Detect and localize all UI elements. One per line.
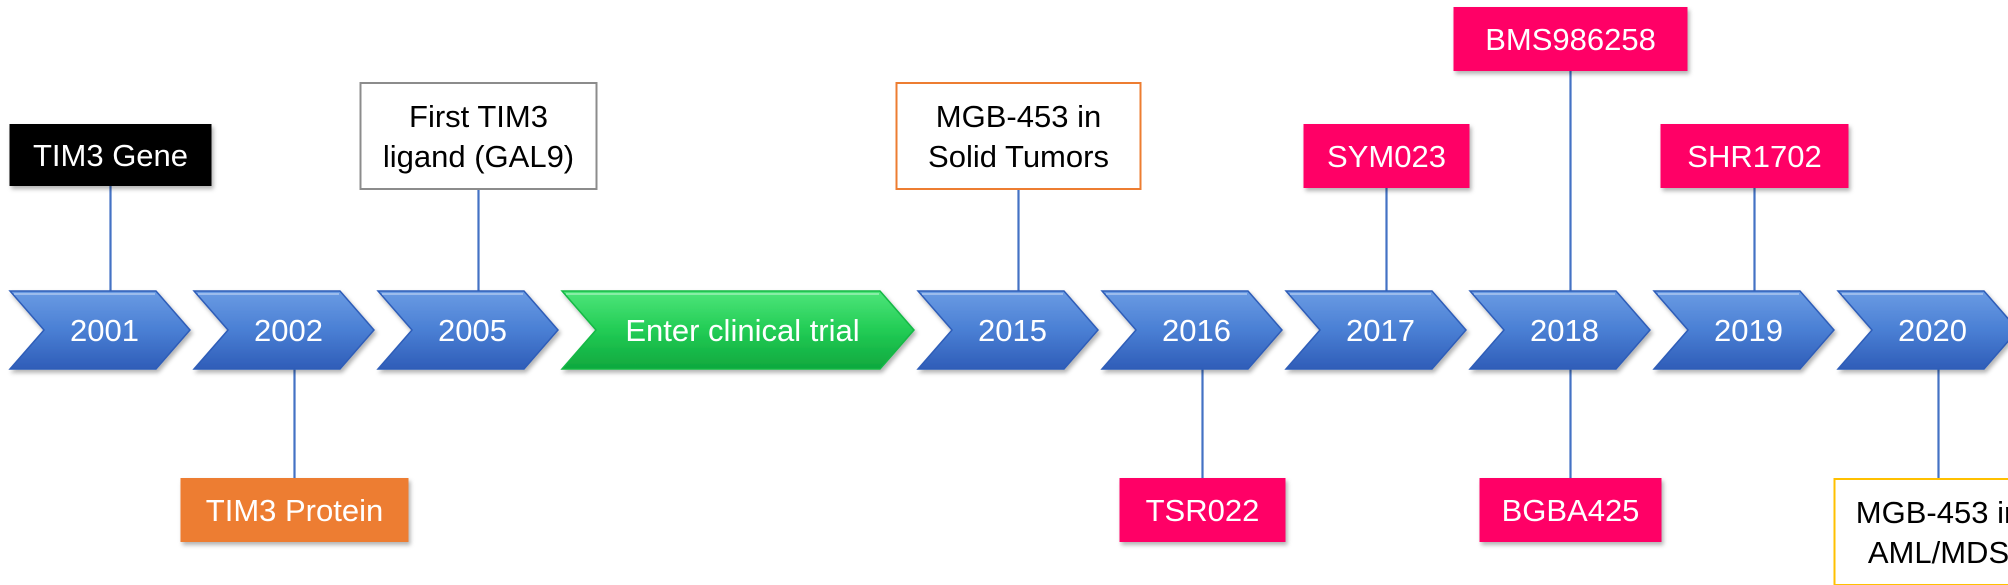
event-box (895, 82, 1142, 190)
event-label: Solid Tumors (928, 139, 1109, 174)
year-label: 2020 (1898, 313, 1967, 348)
chevron-2017: 2017 (1284, 290, 1467, 370)
event-tim3-gene: TIM3 Gene (9, 124, 212, 186)
chevron-shape (1468, 290, 1651, 370)
event-bms986258: BMS986258 (1453, 7, 1688, 71)
chevron-2016: 2016 (1100, 290, 1283, 370)
chevron-2005: 2005 (376, 290, 559, 370)
chevron-shape (8, 290, 191, 370)
chevron-shape (1652, 290, 1835, 370)
year-label: 2002 (254, 313, 323, 348)
chevron-enter-clinical-trial: Enter clinical trial (560, 290, 915, 370)
event-tsr022: TSR022 (1119, 478, 1286, 542)
connector-lines (109, 70, 1940, 479)
event-box (1453, 7, 1688, 71)
chevron-shape (376, 290, 559, 370)
event-box (1833, 478, 2008, 585)
event-label: MGB-453 in (1856, 495, 2008, 530)
event-label: SYM023 (1327, 139, 1446, 174)
event-mgb-453-in-aml-mds: MGB-453 in AML/MDS (1833, 478, 2008, 585)
event-label: SHR1702 (1687, 139, 1821, 174)
event-box (9, 124, 212, 186)
year-label: 2015 (978, 313, 1047, 348)
event-label: TIM3 Gene (33, 138, 188, 173)
event-label: TSR022 (1146, 493, 1260, 528)
event-label: BGBA425 (1502, 493, 1640, 528)
event-label: TIM3 Protein (206, 493, 383, 528)
event-mgb-453-in-solid-tumors: MGB-453 in Solid Tumors (895, 82, 1142, 190)
chevron-shape (1100, 290, 1283, 370)
chevron-2020: 2020 (1836, 290, 2008, 370)
event-bgba425: BGBA425 (1479, 478, 1662, 542)
event-box (1479, 478, 1662, 542)
chevron-2001: 2001 (8, 290, 191, 370)
chevron-shape (1284, 290, 1467, 370)
event-box (359, 82, 598, 190)
chevron-shape (192, 290, 375, 370)
year-label: 2019 (1714, 313, 1783, 348)
chevron-2002: 2002 (192, 290, 375, 370)
event-label: BMS986258 (1485, 22, 1656, 57)
event-box (1119, 478, 1286, 542)
year-label: 2016 (1162, 313, 1231, 348)
timeline-chevrons: 2001 2002 2005 Enter clinical trial 2015 2016… (8, 290, 2008, 370)
event-first-tim3-ligand-gal9: First TIM3 ligand (GAL9) (359, 82, 598, 190)
event-label: First TIM3 (409, 99, 548, 134)
year-label: 2005 (438, 313, 507, 348)
chevron-shape (560, 290, 915, 370)
event-box (1303, 124, 1470, 188)
event-box (180, 478, 409, 542)
event-box (1660, 124, 1849, 188)
event-label: ligand (GAL9) (383, 139, 574, 174)
event-label: AML/MDS (1868, 535, 2008, 570)
phase-label: Enter clinical trial (625, 313, 859, 348)
chevron-2019: 2019 (1652, 290, 1835, 370)
event-tim3-protein: TIM3 Protein (180, 478, 409, 542)
event-sym023: SYM023 (1303, 124, 1470, 188)
year-label: 2018 (1530, 313, 1599, 348)
event-shr1702: SHR1702 (1660, 124, 1849, 188)
chevron-2015: 2015 (916, 290, 1099, 370)
chevron-shape (1836, 290, 2008, 370)
chevron-shape (916, 290, 1099, 370)
chevron-2018: 2018 (1468, 290, 1651, 370)
year-label: 2001 (70, 313, 139, 348)
event-label: MGB-453 in (936, 99, 1101, 134)
year-label: 2017 (1346, 313, 1415, 348)
